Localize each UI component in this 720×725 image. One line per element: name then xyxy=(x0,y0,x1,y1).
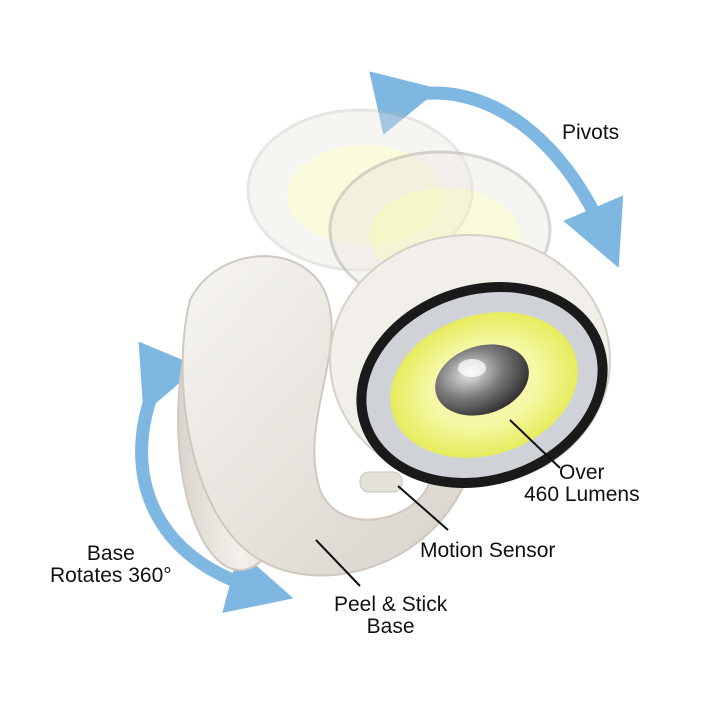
leader-lumens xyxy=(509,419,561,469)
label-pivots: Pivots xyxy=(562,121,620,144)
label-peel-stick: Peel & Stick Base xyxy=(334,593,448,638)
label-motion-sensor: Motion Sensor xyxy=(420,539,556,562)
pivot-arrow xyxy=(369,71,624,268)
pivot-arm xyxy=(181,255,472,577)
label-base-rotates: Base Rotates 360° xyxy=(50,542,172,587)
light-head xyxy=(329,234,611,489)
label-lumens: Over 460 Lumens xyxy=(524,461,640,506)
leader-motion-sensor xyxy=(397,485,449,531)
ghost-head-upper xyxy=(246,108,474,272)
base-rotation-arrow xyxy=(135,341,294,613)
motion-sensor-tab xyxy=(359,471,403,493)
motion-sensor-lens xyxy=(435,344,529,416)
leader-peel-stick xyxy=(315,539,361,587)
